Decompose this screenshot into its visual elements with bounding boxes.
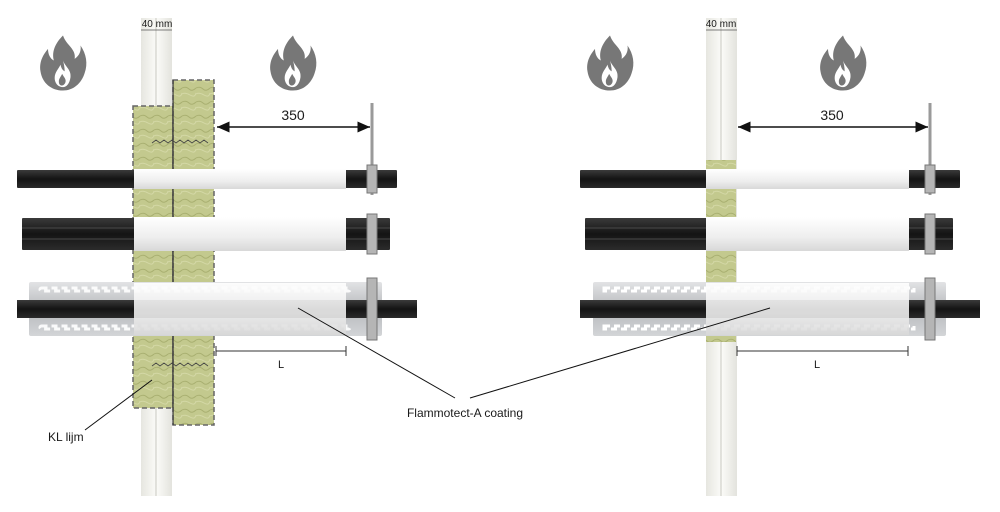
left-wall-thickness-label: 40 mm	[142, 19, 173, 30]
right-clamp-3	[924, 277, 936, 341]
right-cable-1-coating	[706, 169, 909, 189]
left-fixing-spiral-bottom	[151, 362, 209, 367]
left-clamp-1	[366, 164, 378, 194]
left-length-label: L	[278, 359, 284, 371]
right-350-label: 350	[820, 107, 844, 123]
left-tray-coating	[134, 283, 346, 335]
left-cable-1-coating	[134, 169, 346, 189]
coating-leader-left	[297, 307, 456, 399]
right-clamp-1	[924, 164, 936, 194]
right-wall-thickness-label: 40 mm	[706, 19, 737, 30]
coating-label: Flammotect-A coating	[407, 406, 523, 420]
right-cable-2-coating	[706, 217, 909, 251]
fire-icon	[587, 35, 634, 91]
left-assembly: 40 mm 350 L	[17, 18, 417, 496]
fire-icon	[820, 35, 867, 91]
left-wool-board-front	[132, 105, 174, 409]
left-clamp-3	[366, 277, 378, 341]
left-glue-leader-line	[84, 379, 153, 431]
coating-leader-right	[469, 307, 771, 399]
right-length-label: L	[814, 359, 820, 371]
coating-callout: Flammotect-A coating	[297, 307, 771, 420]
right-assembly: 40 mm 350 L	[580, 18, 980, 496]
left-350-label: 350	[281, 107, 305, 123]
left-clamp-2	[366, 213, 378, 255]
left-wool-board-back	[172, 79, 215, 426]
fire-icon	[270, 35, 317, 91]
right-clamp-2	[924, 213, 936, 255]
right-tray-coating	[706, 283, 909, 335]
left-cable-2-coating	[134, 217, 346, 251]
left-glue-label: KL lijm	[48, 430, 84, 444]
fire-icon	[40, 35, 87, 91]
left-fixing-spiral-top	[151, 139, 209, 144]
